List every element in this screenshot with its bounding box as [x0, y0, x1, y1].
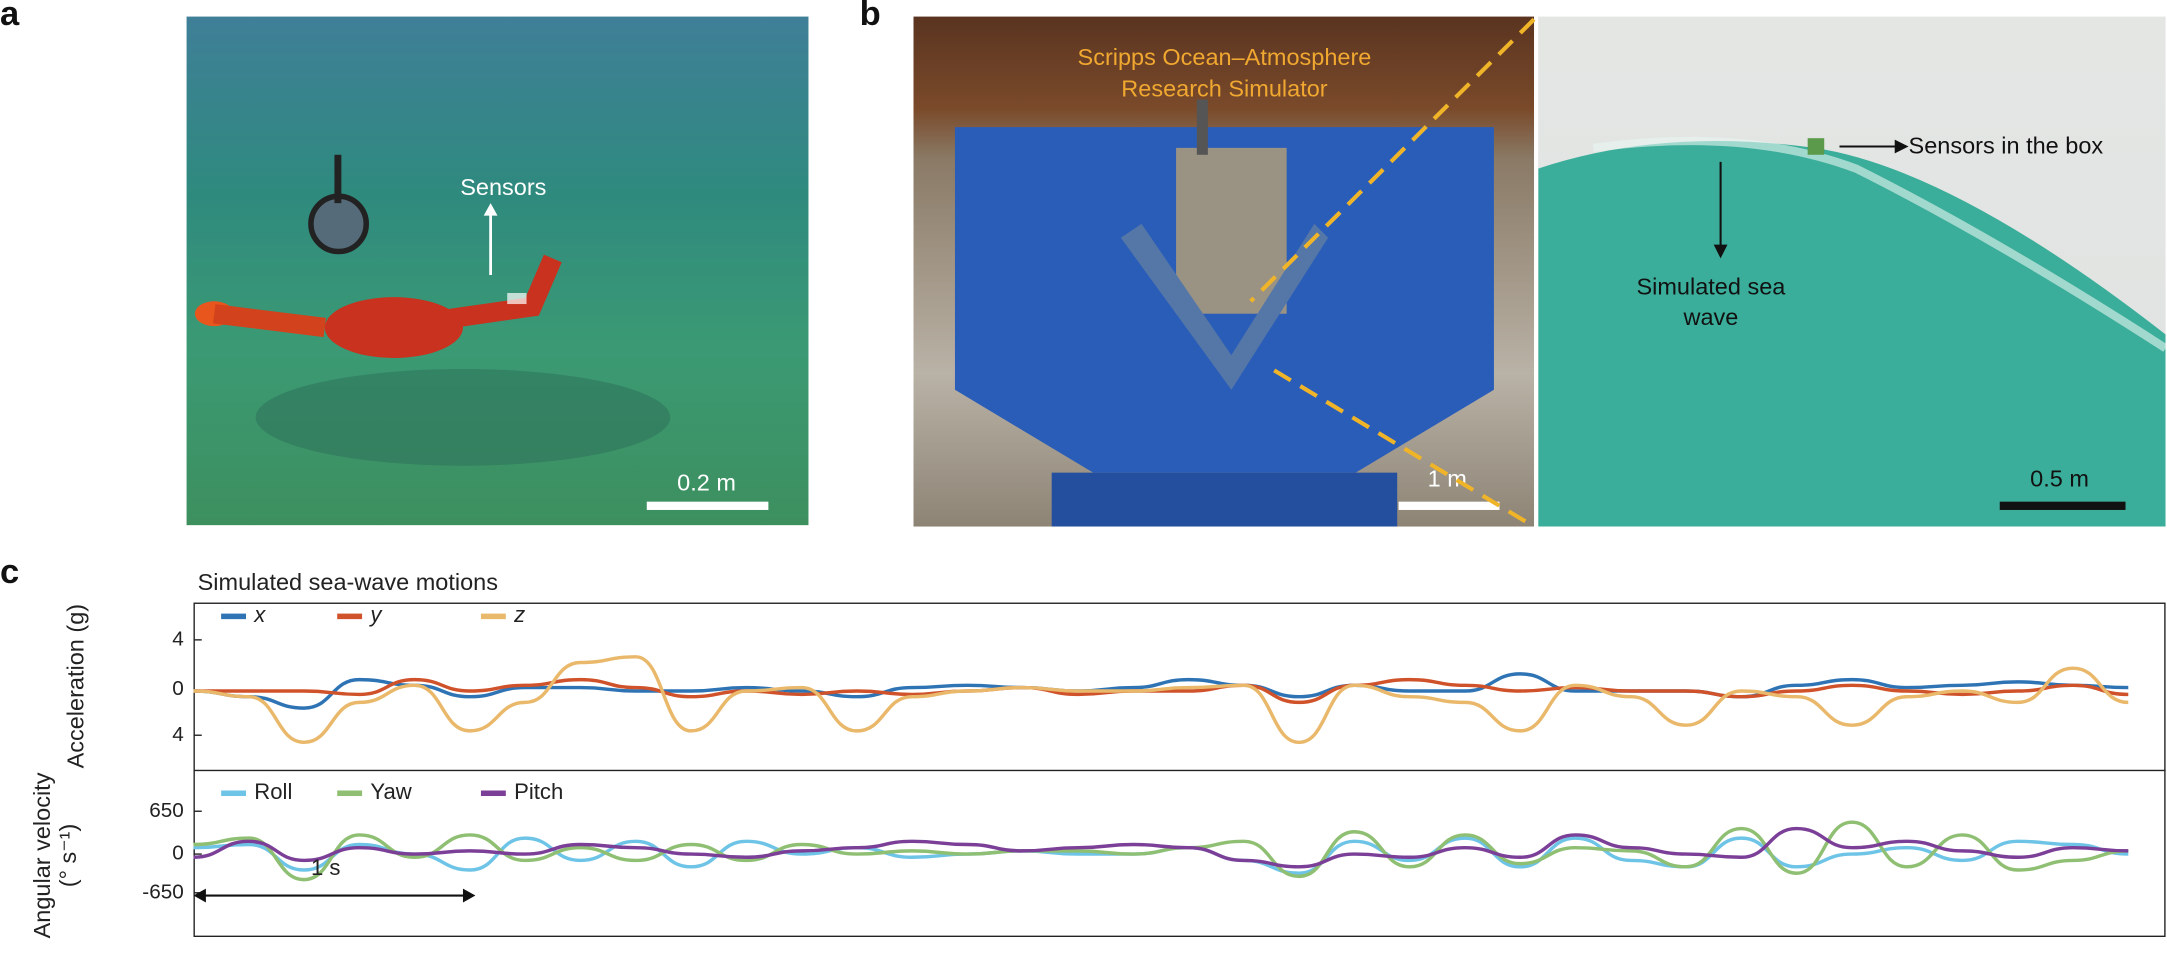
legend-label: Roll: [254, 780, 293, 805]
legend-swatch: [337, 613, 363, 620]
photo-swimmer-in-sea: Sensors 0.2 m: [186, 16, 809, 526]
legend-label: y: [370, 603, 382, 628]
sensors-annotation: Sensors: [460, 174, 547, 201]
arrow-up-icon: [483, 203, 498, 276]
panel-label-a: a: [0, 0, 20, 34]
y-tick-label: -650: [142, 880, 184, 904]
legend-swatch: [480, 613, 506, 620]
swimmer-illustration: [194, 154, 671, 466]
legend-item-z: z: [480, 603, 526, 629]
series-line-z: [193, 655, 2129, 745]
legend-swatch: [337, 790, 363, 797]
scale-bar-label: 1 m: [1427, 465, 1467, 492]
legend-item-pitch: Pitch: [480, 780, 564, 806]
y-tick-label: 4: [172, 627, 184, 651]
simulator-title: Scripps Ocean–Atmosphere Research Simula…: [996, 41, 1452, 105]
series-line-roll: [193, 836, 2129, 875]
legend-label: Yaw: [370, 780, 412, 805]
panel-label-c: c: [0, 552, 20, 592]
scale-bar: [646, 501, 769, 510]
sensors-in-box-label: Sensors in the box: [1908, 132, 2104, 159]
panel-divider: [193, 769, 2166, 772]
panel-label-b: b: [859, 0, 881, 34]
legend-label: x: [254, 603, 266, 628]
legend-swatch: [221, 790, 246, 797]
legend-item-y: y: [337, 604, 381, 629]
legend-label: Pitch: [514, 780, 564, 805]
wave-label-line2: wave: [1683, 304, 1739, 331]
series-line-x: [193, 672, 2129, 710]
legend-swatch: [221, 613, 246, 620]
zoom-indicator-dashed-lines: [1249, 17, 1536, 529]
scale-bar: [1398, 501, 1500, 510]
wave-illustration: [1538, 136, 2166, 527]
simulator-title-line1: Scripps Ocean–Atmosphere: [1077, 44, 1372, 71]
y-tick-label: 0: [172, 841, 184, 866]
arrow-right-icon: [1839, 139, 1909, 154]
time-scale-arrow-icon: [193, 888, 476, 903]
arrow-down-icon: [1713, 161, 1728, 259]
scale-bar-label: 0.5 m: [2030, 465, 2089, 492]
scale-bar: [1999, 501, 2126, 510]
legend-swatch: [480, 790, 506, 797]
legend-item-roll: Roll: [221, 781, 292, 806]
y-tick-label: 0: [172, 677, 184, 701]
photo-simulated-wave: Sensors in the box Simulated sea wave 0.…: [1538, 16, 2166, 527]
scale-bar-label: 0.2 m: [677, 469, 736, 497]
legend-item-x: x: [221, 604, 265, 629]
wave-tank-illustration: [954, 99, 1494, 527]
wave-label-line1: Simulated sea: [1636, 273, 1786, 300]
series-line-pitch: [193, 826, 2129, 869]
y-tick-label: 4: [172, 722, 184, 747]
legend-item-yaw: Yaw: [337, 781, 412, 806]
photo-wave-simulator: Scripps Ocean–Atmosphere Research Simula…: [913, 16, 1535, 527]
chart-title: Simulated sea-wave motions: [197, 569, 498, 596]
simulated-wave-label: Simulated sea wave: [1621, 272, 1801, 333]
y-tick-label: 650: [149, 798, 184, 823]
simulator-title-line2: Research Simulator: [1121, 76, 1328, 103]
legend-label: z: [514, 603, 526, 628]
time-scale-label: 1 s: [310, 856, 341, 881]
